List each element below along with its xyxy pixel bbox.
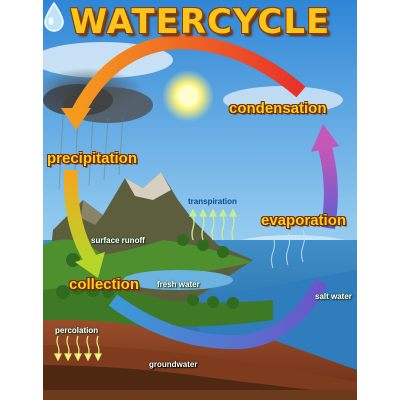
label-collection: collection [69,276,140,293]
arrow-icon [311,124,339,152]
title-left: WATER [69,2,208,42]
arrow-icon [61,108,91,130]
label-fresh-water: fresh water [157,280,200,289]
label-percolation: percolation [55,326,99,335]
scene [43,0,357,400]
transpiration-arrows [188,208,238,241]
label-surface-runoff: surface runoff [91,236,145,245]
arrow-icon [75,252,105,278]
label-salt-water: salt water [315,292,352,301]
label-evaporation: evaporation [261,212,347,229]
cycle-arrows [61,34,339,350]
water-drop-icon [44,2,64,32]
percolation-arrows [54,335,102,362]
label-precipitation: precipitation [47,150,138,167]
title-right: CYCLE [207,2,331,42]
label-transpiration: transpiration [188,197,237,206]
label-groundwater: groundwater [149,360,198,369]
label-condensation: condensation [229,100,327,117]
